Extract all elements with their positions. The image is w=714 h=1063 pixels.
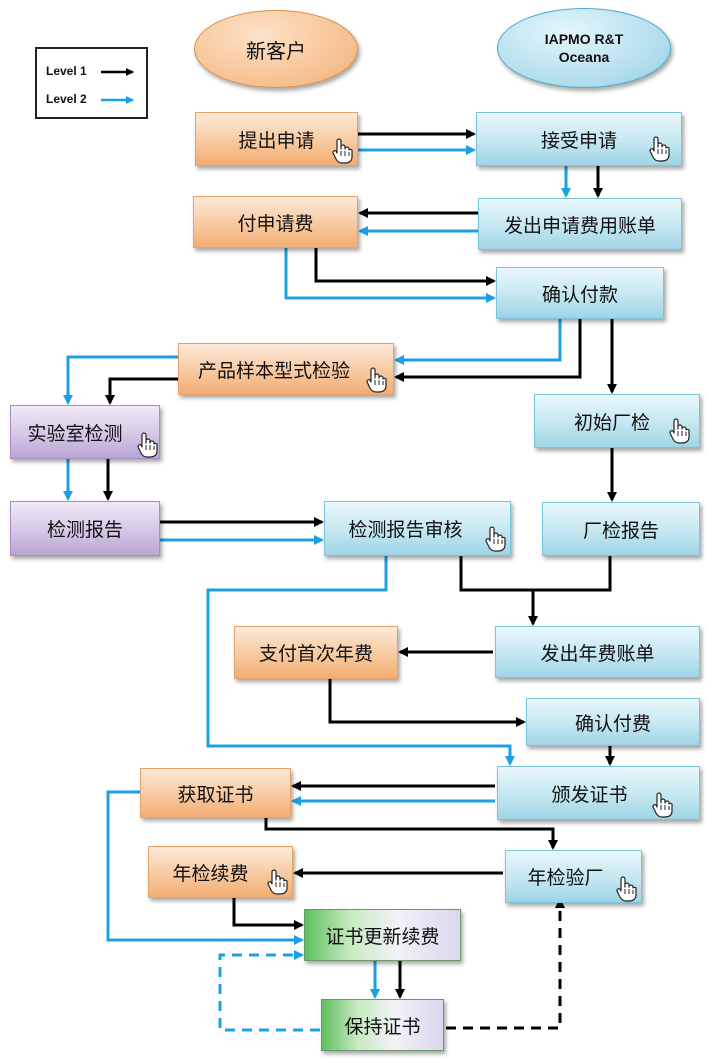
- arrow-confirm-to-sample-l1: [394, 319, 582, 382]
- pay-application-fee-box[interactable]: 付申请费: [193, 196, 358, 248]
- hand-pointer-icon: [266, 869, 288, 895]
- hand-pointer-icon: [484, 526, 506, 552]
- issue-certificate-label: 颁发证书: [551, 783, 628, 806]
- legend-level2-label: Level 2: [46, 92, 87, 106]
- arrow-sample-to-lab-l2: [63, 355, 178, 405]
- maintain-certificate-box[interactable]: 保持证书: [321, 999, 444, 1051]
- product-sample-test-box[interactable]: 产品样本型式检验: [178, 343, 394, 395]
- new-customer-ellipse: 新客户: [194, 10, 358, 88]
- pay-application-fee-label: 付申请费: [237, 212, 314, 235]
- org-ellipse: IAPMO R&T Oceana: [497, 8, 671, 88]
- hand-pointer-icon: [651, 792, 673, 818]
- hand-pointer-icon: [668, 418, 690, 444]
- confirm-payment-label: 确认付款: [541, 283, 618, 306]
- arrow-obtain-to-annual-inspection: [264, 818, 558, 850]
- maintain-certificate-label: 保持证书: [344, 1015, 421, 1038]
- confirm-fee-payment-label: 确认付费: [574, 712, 651, 735]
- issue-annual-fee-invoice-box[interactable]: 发出年费账单: [495, 626, 700, 678]
- legend-swatches: [101, 68, 134, 104]
- legend: Level 1 Level 2: [35, 47, 148, 119]
- new-customer-label: 新客户: [246, 38, 306, 63]
- confirm-fee-payment-box[interactable]: 确认付费: [526, 698, 700, 746]
- obtain-certificate-box[interactable]: 获取证书: [140, 768, 291, 818]
- arrow-review-to-issue-cert-l2: [206, 556, 515, 766]
- obtain-certificate-label: 获取证书: [177, 783, 254, 806]
- certificate-renewal-box[interactable]: 证书更新续费: [304, 909, 461, 961]
- issue-fee-invoice-box[interactable]: 发出申请费用账单: [478, 198, 682, 250]
- annual-factory-inspection-label: 年检验厂: [527, 867, 604, 889]
- arrow-payfee-to-confirm-l1: [314, 248, 496, 286]
- lab-testing-box[interactable]: 实验室检测: [10, 405, 160, 459]
- test-report-review-box[interactable]: 检测报告审核: [324, 501, 511, 556]
- confirm-payment-box[interactable]: 确认付款: [496, 267, 664, 319]
- line-factory-report-merge: [533, 556, 612, 592]
- arrow-sample-to-lab-l1: [105, 377, 178, 405]
- arrow-confirm-to-sample-l2: [394, 319, 562, 365]
- issue-fee-invoice-label: 发出申请费用账单: [503, 214, 656, 237]
- issue-annual-fee-invoice-label: 发出年费账单: [540, 642, 655, 665]
- arrow-renewal-fee-to-cert-renewal: [232, 898, 304, 930]
- test-report-label: 检测报告: [46, 519, 123, 541]
- factory-inspection-report-box[interactable]: 厂检报告: [542, 502, 700, 556]
- accept-application-box[interactable]: 接受申请: [476, 112, 682, 166]
- initial-factory-inspection-box[interactable]: 初始厂检: [534, 394, 700, 448]
- arrow-obtain-to-renewal-l2: [106, 790, 304, 945]
- hand-pointer-icon: [615, 876, 637, 902]
- dashed-maintain-to-annual-inspection: [446, 898, 565, 1030]
- pay-first-annual-fee-label: 支付首次年费: [258, 643, 373, 665]
- submit-application-box[interactable]: 提出申请: [195, 112, 358, 166]
- submit-application-label: 提出申请: [238, 129, 315, 152]
- arrow-payfee-to-confirm-l2: [284, 248, 496, 303]
- factory-inspection-report-label: 厂检报告: [582, 519, 659, 542]
- dashed-maintain-to-renewal-l2: [218, 950, 320, 1032]
- arrow-review-to-annual-invoice: [459, 556, 538, 626]
- arrow-pay-to-confirm-fee: [328, 679, 526, 727]
- org-label: IAPMO R&T Oceana: [544, 31, 624, 65]
- hand-pointer-icon: [648, 136, 670, 162]
- lab-testing-label: 实验室检测: [27, 422, 123, 445]
- product-sample-test-label: 产品样本型式检验: [197, 359, 350, 382]
- initial-factory-inspection-label: 初始厂检: [573, 411, 650, 434]
- hand-pointer-icon: [365, 367, 387, 393]
- accept-application-label: 接受申请: [540, 129, 617, 152]
- test-report-review-label: 检测报告审核: [348, 519, 463, 541]
- test-report-box[interactable]: 检测报告: [10, 501, 160, 556]
- pay-first-annual-fee-box[interactable]: 支付首次年费: [234, 626, 398, 679]
- certificate-renewal-label: 证书更新续费: [325, 925, 440, 948]
- legend-level1-label: Level 1: [46, 64, 87, 78]
- annual-inspection-renewal-label: 年检续费: [172, 862, 249, 885]
- hand-pointer-icon: [331, 138, 353, 164]
- hand-pointer-icon: [136, 432, 158, 458]
- annual-inspection-renewal-box[interactable]: 年检续费: [148, 846, 293, 898]
